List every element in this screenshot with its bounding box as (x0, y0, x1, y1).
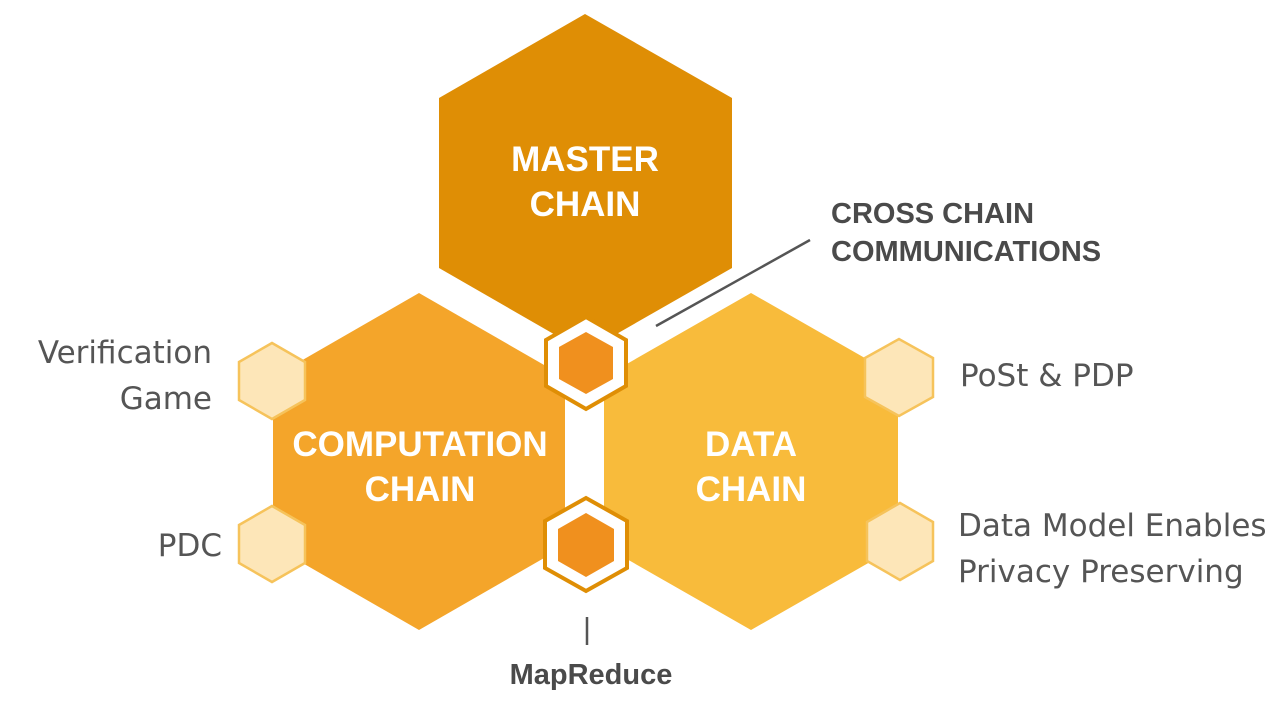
cross-chain-communications-label: CROSS CHAIN COMMUNICATIONS (831, 195, 1101, 271)
verification-game-line2: Game (119, 381, 212, 417)
computation-chain-title-line1: COMPUTATION (292, 425, 548, 464)
master-chain-title: MASTER CHAIN (485, 137, 685, 227)
cross-chain-leader-line (655, 238, 811, 328)
data-chain-title: DATA CHAIN (651, 422, 851, 512)
data-chain-title-line2: CHAIN (695, 470, 807, 509)
mapreduce-connector-icon[interactable] (558, 513, 614, 577)
verification-game-hexagon[interactable] (237, 341, 307, 421)
verification-game-label: Verification Game (0, 330, 212, 422)
mapreduce-label: MapReduce (509, 659, 673, 691)
cross-chain-connector-icon[interactable] (559, 332, 613, 394)
master-chain-title-line1: MASTER (511, 140, 659, 179)
data-model-label: Data Model Enables Privacy Preserving (958, 503, 1267, 595)
master-chain-title-line2: CHAIN (529, 185, 641, 224)
data-model-hexagon[interactable] (865, 501, 935, 582)
data-model-line2: Privacy Preserving (958, 554, 1244, 590)
computation-chain-hexagon[interactable] (273, 293, 565, 630)
data-chain-hexagon[interactable] (604, 293, 898, 630)
data-model-line1: Data Model Enables (958, 508, 1267, 544)
verification-game-line1: Verification (37, 335, 212, 371)
cross-chain-label-line1: CROSS CHAIN (831, 198, 1035, 230)
cross-chain-label-line2: COMMUNICATIONS (831, 236, 1102, 268)
computation-chain-title: COMPUTATION CHAIN (270, 422, 570, 512)
master-chain-hexagon[interactable] (439, 14, 732, 352)
computation-chain-title-line2: CHAIN (364, 470, 476, 509)
post-pdp-label: PoSt & PDP (960, 358, 1134, 394)
pdc-label: PDC (157, 528, 222, 564)
data-chain-title-line1: DATA (704, 425, 797, 464)
post-pdp-hexagon[interactable] (863, 337, 935, 418)
pdc-hexagon[interactable] (237, 504, 307, 584)
